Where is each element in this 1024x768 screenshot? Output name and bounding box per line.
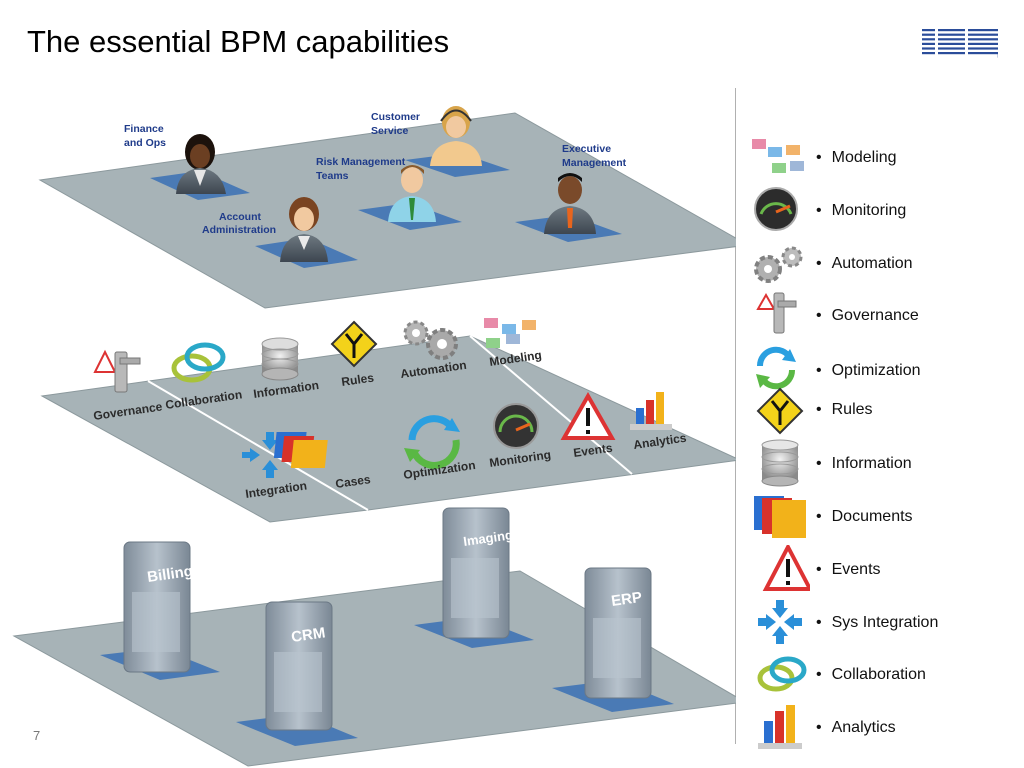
- legend-label: Analytics: [831, 719, 896, 736]
- clamp-icon: [756, 292, 797, 334]
- legend-item-documents: •Documents: [748, 492, 1018, 544]
- systems-plane: [12, 570, 736, 767]
- rules-fork-sign-icon: [330, 320, 378, 368]
- systems-layer: Billing CRM Imaging ERP: [12, 507, 736, 767]
- modeling-icon: [752, 139, 804, 173]
- slide-title: The essential BPM capabilities: [27, 24, 450, 59]
- people-layer: Finance and Ops Customer Service Risk Ma…: [38, 106, 736, 309]
- collaboration-icon: [171, 342, 226, 383]
- legend-item-information: •Information: [748, 439, 1018, 491]
- cases-folders-icon: [273, 432, 328, 468]
- system-billing-label: Billing: [146, 563, 194, 586]
- cap-rules-label: Rules: [340, 371, 375, 389]
- legend-label: Sys Integration: [831, 614, 939, 631]
- svg-text:®: ®: [997, 53, 998, 58]
- server-imaging-icon: [442, 507, 510, 639]
- role-finance-line1: Finance: [124, 123, 164, 135]
- legend-item-rules: •Rules: [748, 387, 1018, 439]
- system-crm-label: CRM: [290, 624, 326, 646]
- system-imaging-label: Imaging: [462, 527, 513, 549]
- cycle-arrows-icon: [756, 346, 796, 390]
- role-risk-line2: Teams: [316, 170, 349, 182]
- bpm-layers-diagram: Finance and Ops Customer Service Risk Ma…: [12, 106, 736, 767]
- role-account-line1: Account: [219, 211, 262, 223]
- vertical-divider: [735, 88, 736, 744]
- database-icon: [761, 439, 799, 487]
- capabilities-plane: [40, 335, 736, 523]
- legend-item-governance: •Governance: [748, 291, 1018, 343]
- legend-item-events: •Events: [748, 545, 1018, 597]
- fork-sign-icon: [756, 387, 804, 435]
- legend-item-monitoring: •Monitoring: [748, 186, 1018, 238]
- legend-item-automation: •Automation: [748, 239, 1018, 291]
- person-exec-icon: [544, 173, 596, 234]
- role-account-line2: Administration: [202, 224, 276, 236]
- arrows-converge-icon: [758, 600, 802, 644]
- page-number: 7: [33, 728, 41, 743]
- legend-item-collaboration: •Collaboration: [748, 650, 1018, 702]
- legend-label: Rules: [831, 401, 873, 418]
- cap-cases-label: Cases: [334, 472, 371, 491]
- legend-item-analytics: •Analytics: [748, 703, 1018, 755]
- legend-item-sys-integration: •Sys Integration: [748, 598, 1018, 650]
- role-risk-line1: Risk Management: [316, 156, 406, 168]
- monitoring-gauge-icon: [493, 403, 539, 449]
- legend-label: Optimization: [831, 362, 921, 379]
- optimization-cycle-icon: [404, 415, 460, 469]
- warning-icon: [762, 545, 810, 591]
- folders-icon: [754, 496, 806, 538]
- person-account-icon: [280, 197, 328, 262]
- legend-label: Collaboration: [831, 666, 926, 683]
- events-warning-icon: [560, 391, 616, 440]
- server-crm-icon: [265, 601, 333, 731]
- ibm-logo: ®: [922, 28, 998, 58]
- information-database-icon: [261, 337, 299, 381]
- automation-gears-icon: [403, 320, 458, 360]
- legend-item-optimization: •Optimization: [748, 344, 1018, 396]
- legend-item-modeling: •Modeling: [748, 133, 1018, 185]
- server-erp-icon: [584, 567, 652, 699]
- person-customer-icon: [430, 106, 482, 166]
- modeling-icon: [484, 318, 536, 348]
- system-erp-label: ERP: [610, 589, 643, 610]
- role-exec-line1: Executive: [562, 143, 611, 155]
- role-exec-line2: Management: [562, 157, 627, 169]
- bar-chart-icon: [758, 705, 802, 749]
- chat-bubbles-icon: [757, 656, 807, 692]
- role-finance-line2: and Ops: [124, 137, 166, 149]
- gears-icon: [754, 246, 803, 283]
- legend-label: Information: [831, 455, 912, 472]
- cap-events-label: Events: [572, 441, 613, 460]
- legend-label: Documents: [831, 508, 913, 525]
- governance-icon: [93, 349, 141, 393]
- legend-label: Automation: [831, 255, 913, 272]
- person-finance-icon: [176, 134, 226, 194]
- role-customer-line2: Service: [371, 125, 409, 137]
- gauge-icon: [754, 187, 798, 231]
- legend-label: Governance: [831, 307, 919, 324]
- role-customer-line1: Customer: [371, 111, 420, 123]
- person-risk-icon: [388, 165, 436, 222]
- legend-label: Events: [831, 561, 881, 578]
- legend-label: Monitoring: [831, 202, 907, 219]
- capabilities-layer: Governance Collaboration Information Rul…: [40, 318, 736, 523]
- legend-label: Modeling: [831, 149, 897, 166]
- analytics-bar-chart-icon: [630, 392, 672, 430]
- server-billing-icon: [123, 541, 191, 673]
